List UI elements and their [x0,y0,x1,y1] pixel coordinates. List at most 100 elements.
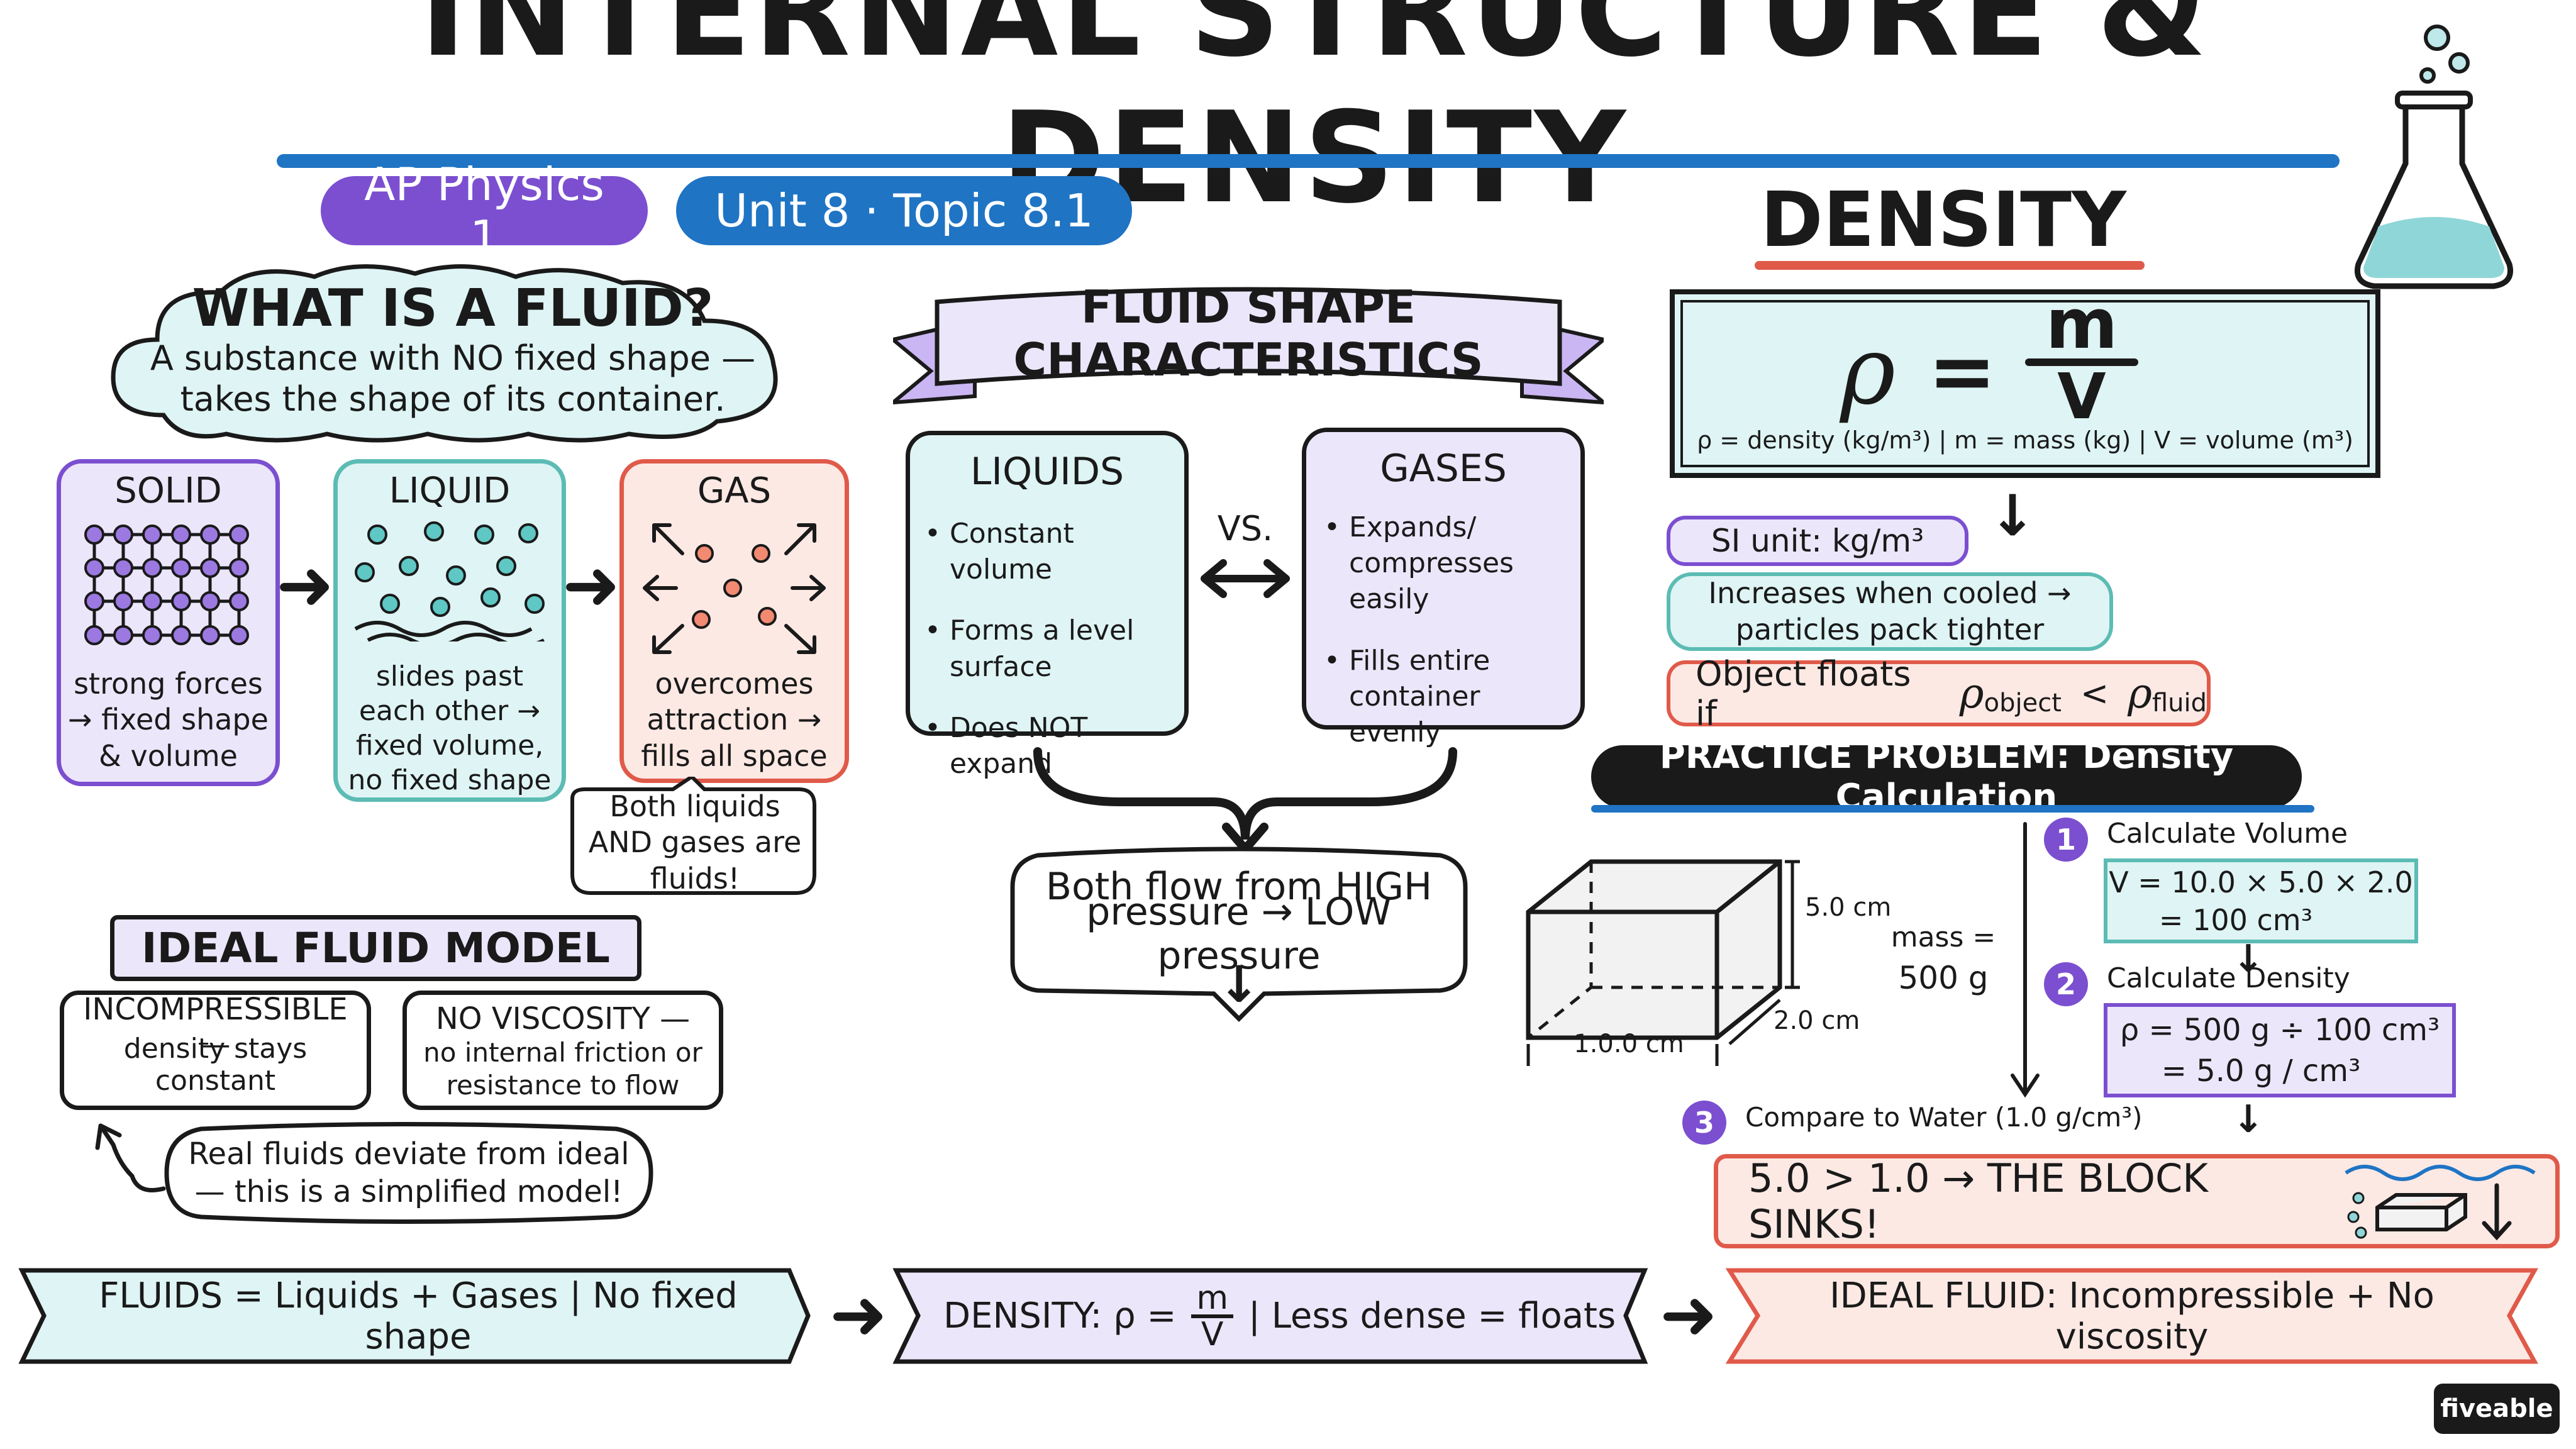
both-fluids-note: Both liquids AND gases are fluids! [588,789,802,896]
real-fluids-bubble-shape [164,1122,653,1224]
fluid-definition-2: takes the shape of its container. [180,379,726,419]
formula-fraction-bar [2025,358,2138,366]
gases-title: GASES [1380,447,1507,491]
result-text: 5.0 > 1.0 → THE BLOCK SINKS! [1748,1155,2208,1247]
gases-item: Expands/ compresses easily [1324,509,1575,618]
gas-description: overcomes attraction → fills all space [641,666,828,773]
liquids-title: LIQUIDS [970,450,1124,494]
density-summary: DENSITY: ρ = m V | Less dense = floats [943,1277,1635,1355]
cooled-pill: Increases when cooled → particles pack t… [1667,572,2113,651]
liquid-title: LIQUID [389,470,511,511]
formula-rho: ρ [1840,316,1896,426]
density-summary-suffix: | Less dense = floats [1248,1296,1616,1336]
sinking-block-icon [2345,1165,2536,1241]
real-fluids-note: Real fluids deviate from ideal — this is… [188,1136,630,1209]
formula-numerator: m [2045,284,2118,364]
ideal-summary: IDEAL FLUID: Incompressible + No viscosi… [1829,1275,2434,1357]
block-width-label: 1.0.0 cm [1574,1030,1684,1058]
floats-fluid-subscript: fluid [2151,688,2207,718]
block-height-label: 5.0 cm [1805,893,1892,922]
density-heading-underline [1755,261,2145,270]
summary-arrow-1: ➜ [829,1274,888,1355]
step-1-line-1: V = 10.0 × 5.0 × 2.0 [2109,865,2413,899]
no-viscosity-description: no internal friction or resistance to fl… [423,1036,702,1101]
density-summary-numerator: m [1191,1282,1234,1318]
gas-title: GAS [697,470,772,511]
block-depth-label: 2.0 cm [1774,1006,1860,1035]
step-2-title: Calculate Density [2107,962,2350,994]
step-2-badge: 2 [2044,962,2088,1006]
block-diagram-icon [1526,859,1800,1066]
step-2-line-1: ρ = 500 g ÷ 100 cm³ [2119,1012,2440,1048]
vs-label: VS. [1217,508,1274,548]
formula-denominator: V [2057,359,2106,433]
density-formula-inner-border [1680,300,2370,467]
density-summary-shape [892,1268,1648,1364]
liquids-item: Forms a level surface [924,613,1176,684]
fiveable-logo: fiveable [2434,1384,2560,1434]
step-2-down-arrow: ↓ [2232,1097,2265,1141]
liquid-to-gas-arrow: ➜ [562,545,621,625]
mass-label: mass = [1890,921,1996,953]
title-underline [277,154,2340,168]
step-1-line-2: = 100 cm³ [2158,902,2313,937]
step-1-box [2104,858,2418,943]
flow-down-arrow: ↓ [1218,955,1260,1014]
flow-line-2: pressure → LOW pressure [1086,890,1392,978]
merge-brace-icon [1033,747,1457,852]
step-3-title: Compare to Water (1.0 g/cm³) [1745,1102,2143,1133]
fluid-cloud-shape [111,264,778,443]
floats-rho-fluid: ρ [2128,669,2152,718]
unit-tag: Unit 8 · Topic 8.1 [676,176,1132,245]
squiggle-arrow-icon [95,1123,166,1192]
gases-item: Fills entire container evenly [1324,643,1575,751]
step-1-title: Calculate Volume [2107,818,2348,850]
step-2-line-2: = 5.0 g / cm³ [2161,1053,2361,1089]
solid-description: strong forces → fixed shape & volume [68,666,269,773]
density-down-arrow: ↓ [1989,482,2036,549]
floats-less-than: < [2080,674,2109,713]
incompressible-description: density stays constant [123,1032,308,1097]
liquids-item: Constant volume [924,516,1176,587]
incompressible-card [60,991,371,1110]
formula-legend: ρ = density (kg/m³) | m = mass (kg) | V … [1697,426,2353,454]
fluids-summary: FLUIDS = Liquids + Gases | No fixed shap… [99,1275,738,1357]
step-2-box [2104,1003,2456,1097]
flask-icon [2355,25,2513,289]
density-summary-fraction: m V [1191,1282,1234,1353]
no-viscosity-card [402,991,723,1110]
density-formula-box [1670,289,2380,478]
course-tag: AP Physics 1 [321,158,648,264]
both-fluids-bubble-shape [570,777,816,895]
gases-list: Expands/ compresses easily Fills entire … [1324,509,1575,775]
step-1-down-arrow: ↓ [2232,937,2265,981]
liquid-description: slides past each other → fixed volume, n… [348,660,552,796]
density-summary-prefix: DENSITY: ρ = [943,1296,1177,1336]
step-1-badge: 1 [2044,818,2088,862]
fluid-definition-1: A substance with NO fixed shape — [150,338,756,379]
no-viscosity-title: NO VISCOSITY — [435,1001,691,1036]
practice-heading: PRACTICE PROBLEM: Density Calculation [1591,736,2302,818]
step-3-badge: 3 [1682,1101,1726,1145]
solid-to-liquid-arrow: ➜ [275,545,335,625]
liquids-list: Constant volume Forms a level surface Do… [924,516,1176,807]
double-arrow-icon [1201,559,1290,598]
flow-box-shape [1010,847,1468,1022]
liquid-particles-icon [354,521,545,641]
density-heading: DENSITY [1760,176,2126,264]
steps-vertical-arrow [2011,822,2040,1098]
solid-lattice-icon [84,525,249,645]
gas-card [619,459,849,783]
shape-characteristics-heading: FLUID SHAPE CHARACTERISTICS [1013,280,1484,386]
formula-equals: = [1928,323,1997,419]
floats-rho-object: ρ [1959,669,1984,718]
mass-value: 500 g [1898,960,1989,996]
floats-object-subscript: object [1984,688,2062,718]
ideal-summary-shape [1725,1268,2538,1364]
practice-heading-underline [1591,805,2314,813]
page-title: INTERNAL STRUCTURE & DENSITY [419,0,2209,231]
density-summary-denominator: V [1201,1315,1224,1353]
fluid-heading: WHAT IS A FLUID? [192,278,714,338]
si-unit-pill: SI unit: kg/m³ [1667,516,1968,566]
floats-condition-pill: Object floats if ρ object < ρ fluid [1667,654,2211,733]
